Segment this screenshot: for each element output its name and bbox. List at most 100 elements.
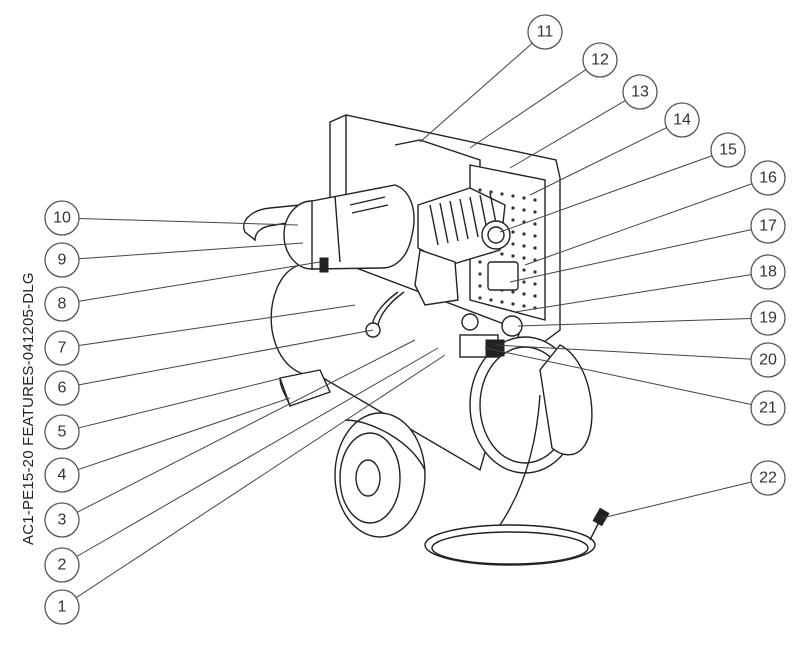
callout-circle — [750, 300, 786, 336]
grille-hole — [522, 256, 526, 260]
grille-hole — [533, 210, 537, 214]
callout-circle — [44, 286, 80, 322]
callout-number: 4 — [58, 467, 67, 484]
grille-hole — [489, 298, 493, 302]
grille-hole — [500, 252, 504, 256]
callout-circle — [44, 547, 80, 583]
callout-14: 14 — [664, 102, 700, 138]
callout-circle — [750, 460, 786, 496]
rear-wheel — [539, 344, 593, 456]
callout-circle — [710, 132, 746, 168]
callout-1: 1 — [44, 589, 80, 625]
callout-21: 21 — [750, 390, 786, 426]
callout-18: 18 — [750, 254, 786, 290]
grille-hole — [478, 260, 482, 264]
callout-number: 16 — [759, 170, 777, 187]
grille-hole — [522, 304, 526, 308]
leader-line-2 — [76, 347, 439, 557]
callout-number: 15 — [719, 142, 737, 159]
callout-9: 9 — [44, 242, 80, 278]
callout-circle — [622, 74, 658, 110]
grille-hole — [489, 190, 493, 194]
callout-13: 13 — [622, 74, 658, 110]
callout-number: 9 — [58, 252, 67, 269]
leader-line-11 — [419, 42, 533, 143]
grille-hole — [511, 242, 515, 246]
callout-circle — [582, 42, 618, 78]
grille-hole — [533, 222, 537, 226]
cooling-fin — [439, 202, 449, 244]
callout-number: 11 — [537, 24, 554, 41]
leader-line-5 — [78, 377, 283, 429]
callout-circle — [664, 102, 700, 138]
callout-number: 12 — [591, 52, 609, 69]
grille-hole — [533, 270, 537, 274]
callout-number: 6 — [58, 380, 67, 397]
leader-line-10 — [78, 218, 299, 226]
callout-number: 19 — [759, 310, 777, 327]
grille-hole — [478, 188, 482, 192]
callout-16: 16 — [750, 160, 786, 196]
leader-line-22 — [601, 481, 752, 519]
leader-line-19 — [517, 318, 752, 327]
leader-line-12 — [469, 69, 587, 149]
callout-circle — [44, 370, 80, 406]
grille-hole — [511, 290, 515, 294]
grille-hole — [500, 300, 504, 304]
callout-circle — [527, 14, 563, 50]
callout-circle — [750, 254, 786, 290]
grille-hole — [478, 284, 482, 288]
grille-hole — [511, 230, 515, 234]
callout-2: 2 — [44, 547, 80, 583]
callout-3: 3 — [44, 502, 80, 538]
grille-hole — [522, 244, 526, 248]
callout-5: 5 — [44, 414, 80, 450]
callout-number: 10 — [53, 210, 71, 227]
pump-head — [414, 187, 511, 306]
callout-20: 20 — [750, 342, 786, 378]
grille-hole — [500, 192, 504, 196]
leader-line-13 — [509, 100, 626, 169]
cooling-fin — [449, 200, 459, 242]
callout-circle — [750, 160, 786, 196]
leader-line-7 — [78, 304, 356, 347]
leader-line-9 — [78, 242, 304, 260]
callout-circle — [44, 502, 80, 538]
callout-circle — [750, 390, 786, 426]
motor — [283, 184, 415, 273]
front-wheel — [334, 412, 426, 538]
callout-19: 19 — [750, 300, 786, 336]
grille-hole — [533, 246, 537, 250]
callout-12: 12 — [582, 42, 618, 78]
callout-number: 7 — [58, 340, 67, 357]
leader-line-8 — [78, 261, 321, 302]
callout-number: 13 — [631, 84, 649, 101]
grille-hole — [522, 232, 526, 236]
callout-circle — [44, 589, 80, 625]
leader-line-18 — [514, 274, 752, 313]
callout-17: 17 — [750, 208, 786, 244]
grille-hole — [533, 198, 537, 202]
leader-line-20 — [494, 344, 752, 360]
callout-4: 4 — [44, 457, 80, 493]
grille-hole — [522, 268, 526, 272]
callout-number: 1 — [58, 599, 67, 616]
grille-hole — [533, 282, 537, 286]
callout-circle — [750, 208, 786, 244]
callout-15: 15 — [710, 132, 746, 168]
air-hose — [424, 394, 610, 566]
leader-line-14 — [529, 127, 667, 196]
callout-10: 10 — [44, 200, 80, 236]
grille-hole — [522, 196, 526, 200]
grille-hole — [533, 294, 537, 298]
grille-hole — [522, 208, 526, 212]
callout-number: 5 — [58, 424, 67, 441]
callout-number: 2 — [58, 557, 67, 574]
callout-22: 22 — [750, 460, 786, 496]
callout-circle — [44, 330, 80, 366]
grille-hole — [522, 292, 526, 296]
cooling-fin — [429, 204, 439, 246]
callout-circle — [44, 200, 80, 236]
